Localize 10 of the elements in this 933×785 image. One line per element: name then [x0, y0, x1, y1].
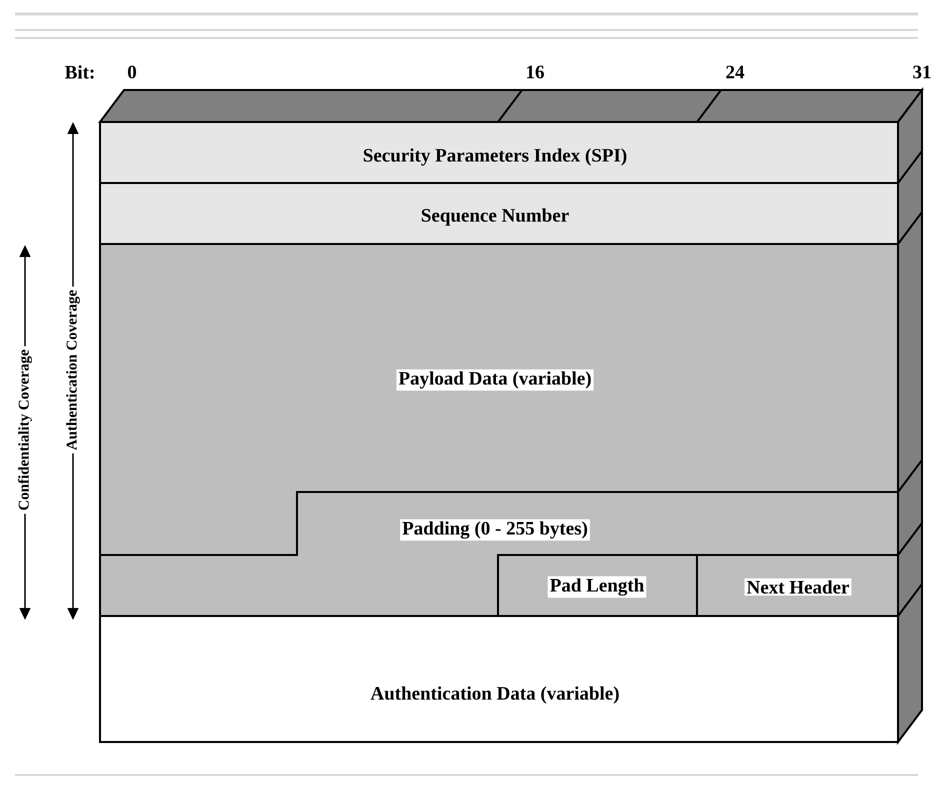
bit-number: 0 — [128, 66, 136, 78]
bit-number: 31 — [913, 66, 931, 78]
bit-number: 24 — [726, 66, 744, 78]
field-box: Sequence Number — [99, 182, 899, 245]
field-box: Next Header — [696, 554, 899, 617]
bit-number: 16 — [527, 66, 544, 78]
field-box: Pad Length — [497, 554, 698, 617]
bit-label: Bit: — [65, 65, 94, 79]
field-box: Authentication Data (variable) — [99, 615, 899, 743]
field-box: Security Parameters Index (SPI) — [99, 121, 899, 184]
